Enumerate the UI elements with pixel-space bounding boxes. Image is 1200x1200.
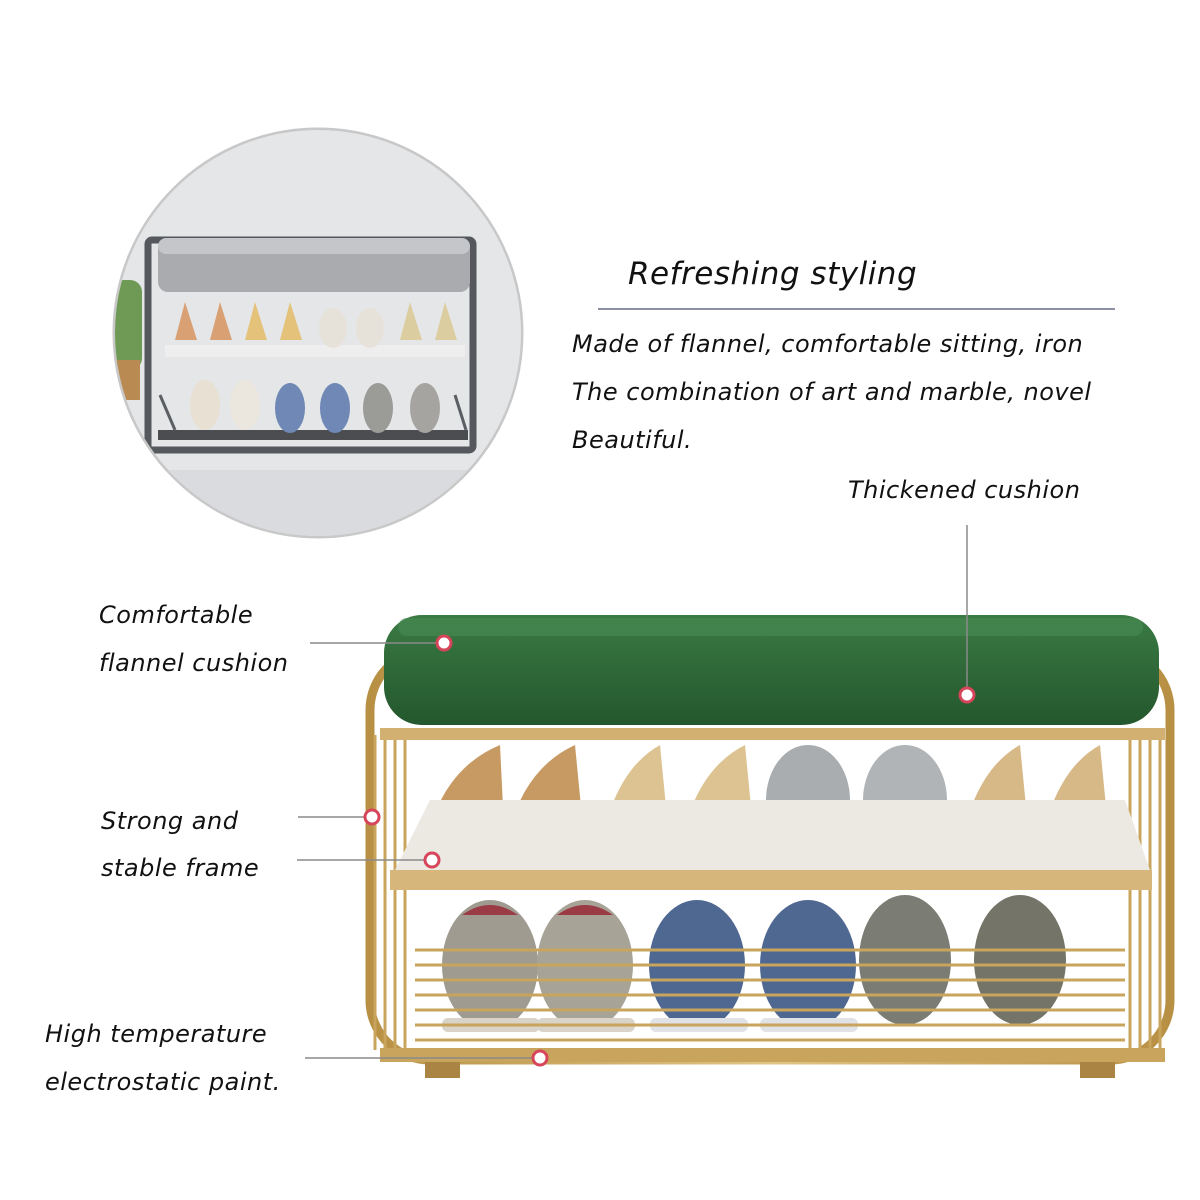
heading-title: Refreshing styling [628, 256, 918, 292]
callout-lines [297, 525, 968, 1059]
main-bench [365, 615, 1175, 1078]
callout-frame-line-2: stable frame [101, 854, 260, 882]
marker-cushion-top [435, 634, 453, 652]
callout-markers [363, 634, 976, 1067]
callout-flannel-line-2: flannel cushion [99, 649, 289, 677]
callout-flannel-line-1: Comfortable [99, 601, 254, 629]
gray-bench [144, 236, 477, 454]
marker-thickened [958, 686, 976, 704]
description-line-2: The combination of art and marble, novel [572, 378, 1092, 406]
marker-frame [363, 808, 381, 826]
callout-paint-line-2: electrostatic paint. [45, 1068, 281, 1096]
description-line-1: Made of flannel, comfortable sitting, ir… [572, 330, 1084, 358]
lower-slats [415, 948, 1125, 1042]
marble-shelf [390, 800, 1152, 890]
lower-shoes-inset [190, 380, 440, 433]
upper-shoes-inset [175, 302, 457, 348]
callout-paint-line-1: High temperature [45, 1020, 268, 1048]
description-line-3: Beautiful. [572, 426, 693, 454]
inset-circle-view [112, 127, 524, 539]
green-cushion [384, 615, 1159, 725]
marker-shelf [423, 851, 441, 869]
marker-paint [531, 1049, 549, 1067]
callout-frame-line-1: Strong and [101, 807, 239, 835]
callout-thickened-cushion: Thickened cushion [848, 476, 1081, 504]
